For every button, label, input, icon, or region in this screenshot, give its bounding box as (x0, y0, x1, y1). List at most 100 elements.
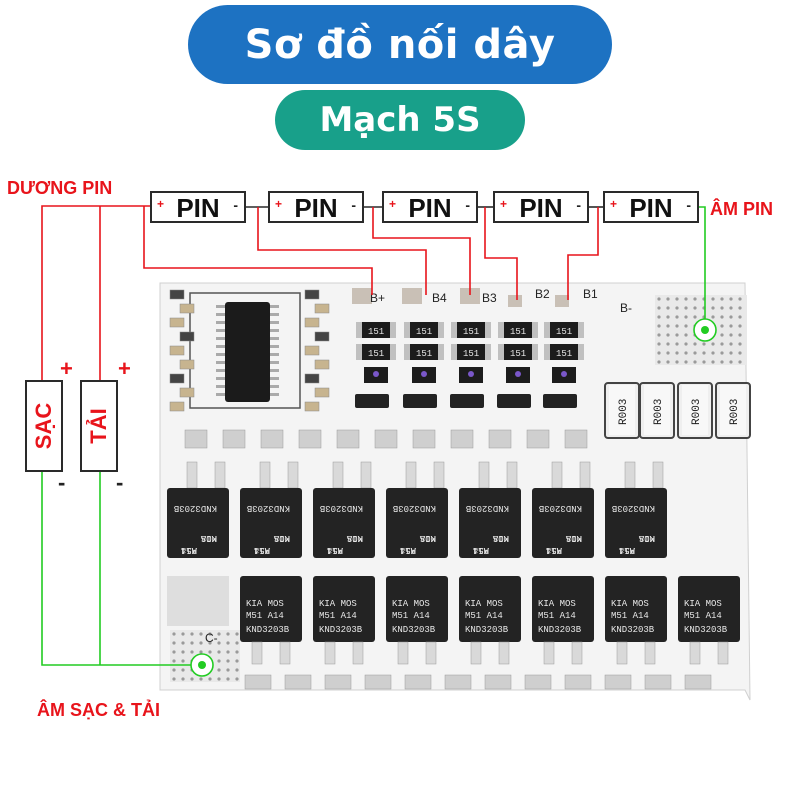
mosfet-marking: KND3203B (611, 503, 655, 513)
mosfet-marking: A14 (181, 545, 197, 555)
cell-plus: + (389, 197, 397, 211)
mosfet-lead (470, 641, 482, 665)
mosfet-marking: M51 A14 (684, 611, 722, 621)
pad-label: B2 (535, 287, 550, 301)
shunt-marking: R003 (729, 399, 741, 425)
mosfet-marking: MOS (566, 533, 582, 543)
mosfet-marking: KND3203B (246, 503, 290, 513)
pad-label: B1 (583, 287, 598, 301)
mosfet-marking: M51 A14 (538, 611, 576, 621)
mosfet-lead (332, 461, 344, 489)
smd-part (179, 303, 195, 314)
mosfet-marking: KIA (565, 533, 582, 543)
resistor-151 (502, 322, 534, 338)
mosfet-marking: KIA (273, 533, 290, 543)
shunt-marking: R003 (618, 399, 630, 425)
resistor-151 (360, 344, 392, 360)
smd-part (314, 359, 330, 370)
solder-lead (364, 674, 392, 690)
resistor-151 (502, 344, 534, 360)
mosfet-marking: KND3203B (538, 503, 582, 513)
resistor-151 (548, 322, 580, 338)
mosfet-top (459, 488, 521, 558)
shunt-marking: R003 (653, 399, 665, 425)
page-subtitle: Mạch 5S (275, 90, 525, 150)
board-body (159, 282, 751, 701)
smd-part (179, 359, 195, 370)
pad-B2 (508, 295, 522, 307)
solder-lead (244, 674, 272, 690)
battery-cell-4: + PIN - (493, 191, 589, 223)
mosfet-lead (478, 461, 490, 489)
mosfet-marking: A14 (254, 545, 270, 555)
solder-lead (260, 429, 284, 449)
smd-part (314, 303, 330, 314)
resistor-151 (408, 344, 440, 360)
smd-part (304, 401, 320, 412)
mosfet-marking: M51 (546, 545, 562, 555)
ic-outline (189, 292, 301, 409)
mosfet-marking: KIA MOS (392, 599, 430, 609)
mosfet-marking: KIA MOS (246, 599, 284, 609)
mosfet-lead (352, 641, 364, 665)
mosfet-lead (259, 461, 271, 489)
mosfet-marking: KND3203B (319, 503, 363, 513)
mosfet-marking: A14 (327, 545, 343, 555)
mosfet-marking: KIA (492, 533, 509, 543)
cell-label: PIN (294, 192, 338, 223)
resistor-marking: 151 (556, 349, 572, 359)
mosfet-lead (689, 641, 701, 665)
resistor-marking: 151 (510, 349, 526, 359)
mosfet-top (605, 488, 667, 558)
charger-box: SẠC (25, 380, 63, 472)
mosfet-marking: MOS (639, 533, 655, 543)
mosfet-marking: KIA MOS (465, 599, 503, 609)
smd-part (304, 373, 320, 384)
solder-lead (336, 429, 360, 449)
mosfet-marking: KND3203B (465, 625, 509, 635)
cell-minus: - (233, 197, 238, 213)
solder-lead (444, 674, 472, 690)
mosfet-marking: KND3203B (684, 625, 728, 635)
charger-minus: - (58, 470, 66, 495)
mosfet-bottom (240, 576, 302, 642)
mosfet-lead (551, 461, 563, 489)
solder-lead (184, 429, 208, 449)
solder-lead (284, 674, 312, 690)
cell-plus: + (157, 197, 165, 211)
bms-ic (225, 302, 270, 402)
mosfet-lead (433, 461, 445, 489)
smd-part (179, 387, 195, 398)
solder-lead (644, 674, 672, 690)
mosfet-bottom (532, 576, 594, 642)
mosfet-top (240, 488, 302, 558)
bare-pad (167, 576, 229, 626)
mosfet-marking: M51 (619, 545, 635, 555)
mosfet-marking: MOS (420, 533, 436, 543)
load-minus: - (116, 470, 124, 495)
mosfet-marking: KND3203B (392, 625, 436, 635)
smd-part (304, 345, 320, 356)
mosfet-marking: KIA MOS (538, 599, 576, 609)
balance-transistor (497, 394, 531, 408)
balance-transistor (355, 394, 389, 408)
mosfet-lead (360, 461, 372, 489)
mosfet-marking: KIA MOS (611, 599, 649, 609)
mosfet-lead (186, 461, 198, 489)
wires (41, 205, 717, 677)
smd-part (314, 331, 330, 342)
page-title: Sơ đồ nối dây (188, 5, 612, 84)
cell-minus: - (576, 197, 581, 213)
resistor-marking: 151 (416, 327, 432, 337)
mosfet-lead (717, 641, 729, 665)
mosfet-marking: KND3203B (538, 625, 582, 635)
cell-label: PIN (176, 192, 220, 223)
wire-positive-bus (41, 205, 150, 384)
battery-cell-5: + PIN - (603, 191, 699, 223)
mosfet-marking: M51 A14 (611, 611, 649, 621)
load-label: TẢI (86, 408, 111, 444)
mosfet-marking: A14 (473, 545, 489, 555)
cell-label: PIN (408, 192, 452, 223)
load-box: TẢI (80, 380, 118, 472)
